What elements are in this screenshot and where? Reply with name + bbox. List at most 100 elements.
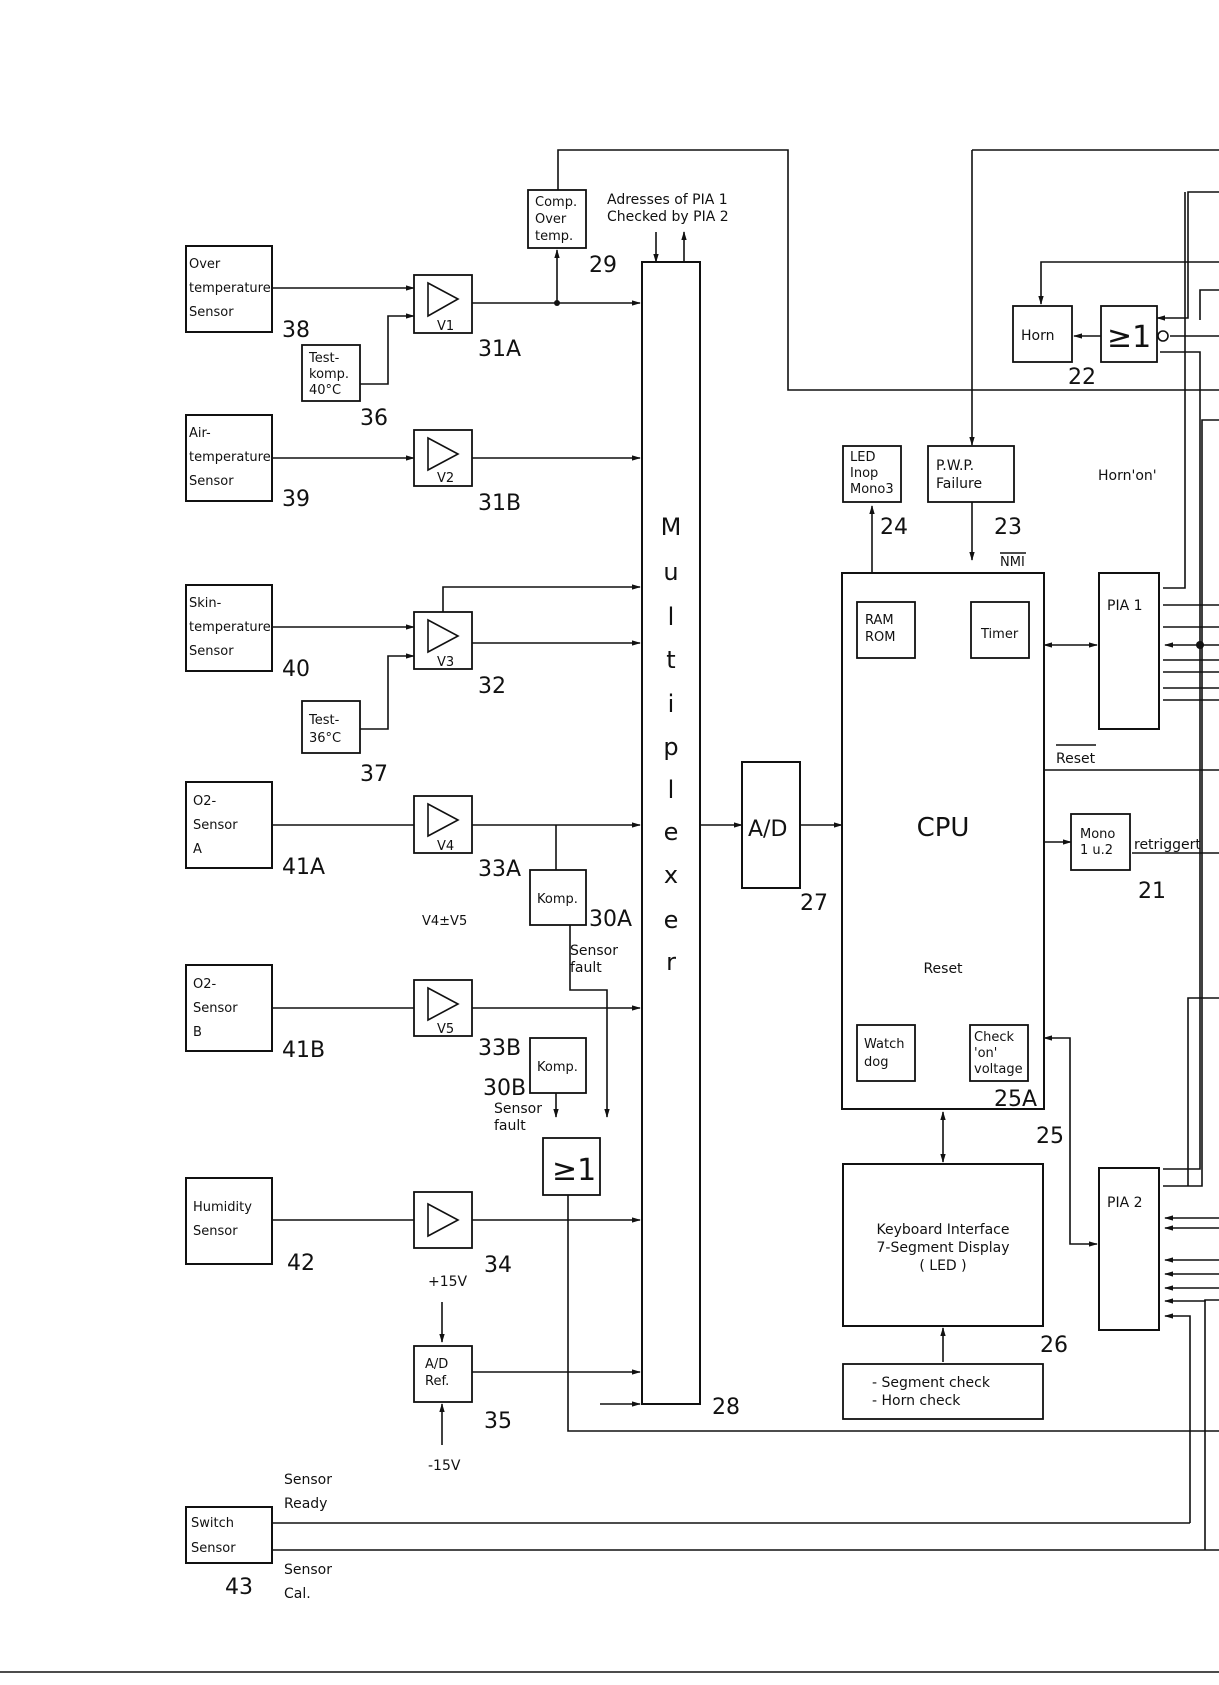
sensor-ready-1: Sensor [284,1472,332,1488]
skin-temp-line-2: temperature [189,620,271,635]
mux-char-5: i [668,690,675,718]
on-label: 'on' [974,1046,997,1061]
multiplexer-block: M u l t i p l e x e r [641,261,701,1405]
segment-check-block: - Segment check - Horn check [842,1363,1044,1420]
switch-line-1: Switch [191,1516,234,1531]
segment-check-line-1: - Segment check [872,1375,991,1391]
humidity-sensor-block: Humidity Sensor [185,1177,273,1265]
comp-over-temp-block: Comp. Over temp. [527,189,587,249]
v5-label: V5 [437,1022,454,1037]
pwp-line-1: P.W.P. [936,458,974,474]
plus15v-label: +15V [428,1274,468,1290]
test40-line-3: 40°C [309,383,341,398]
o2b-line-1: O2- [193,977,217,992]
ref-28: 28 [712,1395,740,1420]
amplifier-v1: V1 [413,274,473,334]
segment-check-line-2: - Horn check [872,1393,961,1409]
watch-label: Watch [864,1037,904,1052]
air-temp-line-2: temperature [189,450,271,465]
horn-block: Horn [1012,305,1073,363]
keyboard-line-1: Keyboard Interface [877,1222,1010,1238]
ref-30a: 30A [589,907,632,932]
horn-on-label: Horn'on' [1098,468,1157,484]
test36-line-2: 36°C [309,731,341,746]
cpu-block: CPU RAM ROM Timer Watch dog Check 'on' v… [841,572,1045,1110]
pia-note-line-2: Checked by PIA 2 [607,209,729,225]
sensor-fault-a-1: Sensor [570,943,618,959]
pia2-block: PIA 2 [1098,1167,1160,1331]
mux-char-6: p [663,733,678,761]
mux-char-10: e [664,906,679,934]
ref-27: 27 [800,891,828,916]
v1-label: V1 [437,319,454,334]
ref-31b: 31B [478,491,521,516]
keyboard-line-2: 7-Segment Display [876,1240,1009,1256]
reset-internal-label: Reset [923,961,963,977]
ad-label: A/D [748,817,787,842]
test40-line-2: komp. [309,367,349,382]
rom-label: ROM [865,630,895,645]
check-label: Check [974,1030,1014,1045]
pia-note-line-1: Adresses of PIA 1 [607,192,728,208]
amplifier-v2: V2 [413,429,473,487]
amplifier-v4: V4 [413,795,473,854]
led-line-3: Mono3 [850,482,894,497]
mux-char-1: M [661,513,682,541]
retriggert-label: retriggert [1134,837,1201,853]
amplifier-v3: V3 [413,611,473,670]
v2-label: V2 [437,471,454,486]
sensor-fault-or-gate: ≥1 [542,1137,601,1196]
ref-30b: 30B [483,1076,526,1101]
or-gate-symbol-left: ≥1 [552,1153,596,1188]
ref-41b: 41B [282,1038,325,1063]
over-temp-line-1: Over [189,257,221,272]
ref-35: 35 [484,1409,512,1434]
ad-ref-block: A/D Ref. [413,1345,473,1403]
v4v5-label: V4±V5 [422,914,467,929]
sensor-cal-2: Cal. [284,1586,311,1602]
mux-char-8: e [664,818,679,846]
cpu-label: CPU [917,813,970,843]
ref-29: 29 [589,253,617,278]
dog-label: dog [864,1055,888,1070]
o2a-line-1: O2- [193,794,217,809]
or-gate-symbol-right: ≥1 [1107,320,1151,355]
ref-25a: 25A [994,1087,1037,1112]
watchdog-box [856,1024,916,1082]
mux-char-3: l [668,603,675,631]
pia1-label: PIA 1 [1107,598,1143,614]
minus15v-label: -15V [428,1458,461,1474]
air-temp-line-1: Air- [189,426,211,441]
ref-34: 34 [484,1253,512,1278]
ref-21: 21 [1138,879,1166,904]
mux-char-4: t [666,646,675,674]
keyboard-line-3: ( LED ) [919,1258,966,1274]
adref-line-2: Ref. [425,1374,449,1389]
o2a-line-2: Sensor [193,818,238,833]
pwp-line-2: Failure [936,476,982,492]
ram-label: RAM [865,613,894,628]
ref-32: 32 [478,674,506,699]
skin-temp-line-1: Skin- [189,596,222,611]
sensor-fault-b-1: Sensor [494,1101,542,1117]
led-line-2: Inop [850,466,878,481]
amplifier-humidity [413,1191,473,1249]
o2a-line-3: A [193,842,202,857]
mux-char-2: u [663,558,678,586]
komp-a-block: Komp. [529,869,587,926]
over-temperature-sensor-block: Over temperature Sensor [185,245,273,333]
ref-26: 26 [1040,1333,1068,1358]
test36-line-1: Test- [308,713,340,728]
sensor-ready-2: Ready [284,1496,327,1512]
mono-line-2: 1 u.2 [1080,843,1113,858]
komp-a-label: Komp. [537,892,578,907]
ref-42: 42 [287,1251,315,1276]
over-temp-line-2: temperature [189,281,271,296]
nmi-label: NMI [1000,555,1025,570]
comp-line-3: temp. [535,229,573,244]
v3-label: V3 [437,655,454,670]
pia2-label: PIA 2 [1107,1195,1143,1211]
v4-label: V4 [437,839,454,854]
comp-line-1: Comp. [535,195,577,210]
